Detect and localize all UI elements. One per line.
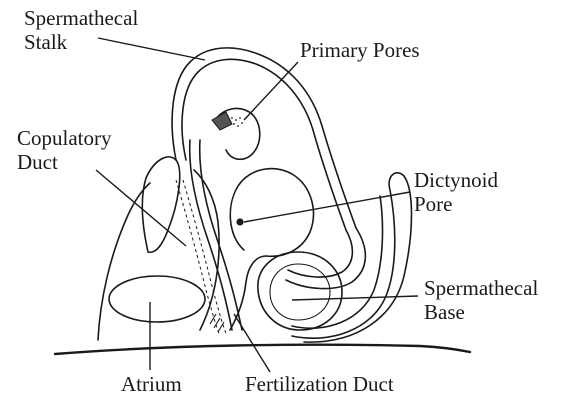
hatch-marks bbox=[210, 314, 224, 332]
label-primary-pores-text: Primary Pores bbox=[300, 38, 420, 62]
duct-dashed-2 bbox=[183, 180, 227, 336]
label-spermathecal-stalk-line2: Stalk bbox=[24, 30, 138, 54]
atrium-wall-right bbox=[194, 170, 219, 330]
spermathecal-base-inner bbox=[270, 264, 330, 320]
label-atrium-text: Atrium bbox=[121, 372, 182, 396]
label-dictynoid-pore-line2: Pore bbox=[414, 192, 498, 216]
epigastric-baseline bbox=[55, 345, 470, 354]
leader-dictynoid-pore bbox=[244, 192, 410, 222]
label-copulatory-duct-line2: Duct bbox=[17, 150, 112, 174]
label-spermathecal-base-line1: Spermathecal bbox=[424, 276, 538, 300]
label-spermathecal-stalk: Spermathecal Stalk bbox=[24, 6, 138, 54]
label-atrium: Atrium bbox=[121, 372, 182, 396]
atrium-oval bbox=[109, 276, 205, 322]
label-dictynoid-pore: Dictynoid Pore bbox=[414, 168, 498, 216]
fertilization-duct bbox=[230, 256, 266, 330]
stalk-right-loop-2 bbox=[288, 230, 352, 277]
stalk-right-loop bbox=[286, 228, 365, 289]
spermathecal-stalk-outer bbox=[172, 48, 356, 228]
label-fertilization-duct: Fertilization Duct bbox=[245, 372, 394, 396]
primary-pores-dark bbox=[212, 112, 232, 130]
right-hook-loop-inner bbox=[292, 196, 382, 328]
label-spermathecal-base-line2: Base bbox=[424, 300, 538, 324]
dictynoid-pore-dot bbox=[236, 218, 243, 225]
spermathecal-head bbox=[230, 169, 313, 257]
leader-spermathecal-base bbox=[292, 296, 418, 300]
leader-fertilization-duct bbox=[234, 314, 270, 372]
copulatory-duct-loop bbox=[142, 157, 179, 252]
label-spermathecal-stalk-line1: Spermathecal bbox=[24, 6, 138, 30]
primary-pores-dots bbox=[231, 117, 243, 127]
label-copulatory-duct-line1: Copulatory bbox=[17, 126, 112, 150]
label-copulatory-duct: Copulatory Duct bbox=[17, 126, 112, 174]
label-dictynoid-pore-line1: Dictynoid bbox=[414, 168, 498, 192]
leader-copulatory-duct bbox=[96, 170, 186, 246]
label-spermathecal-base: Spermathecal Base bbox=[424, 276, 538, 324]
label-fertilization-duct-text: Fertilization Duct bbox=[245, 372, 394, 396]
label-primary-pores: Primary Pores bbox=[300, 38, 420, 62]
